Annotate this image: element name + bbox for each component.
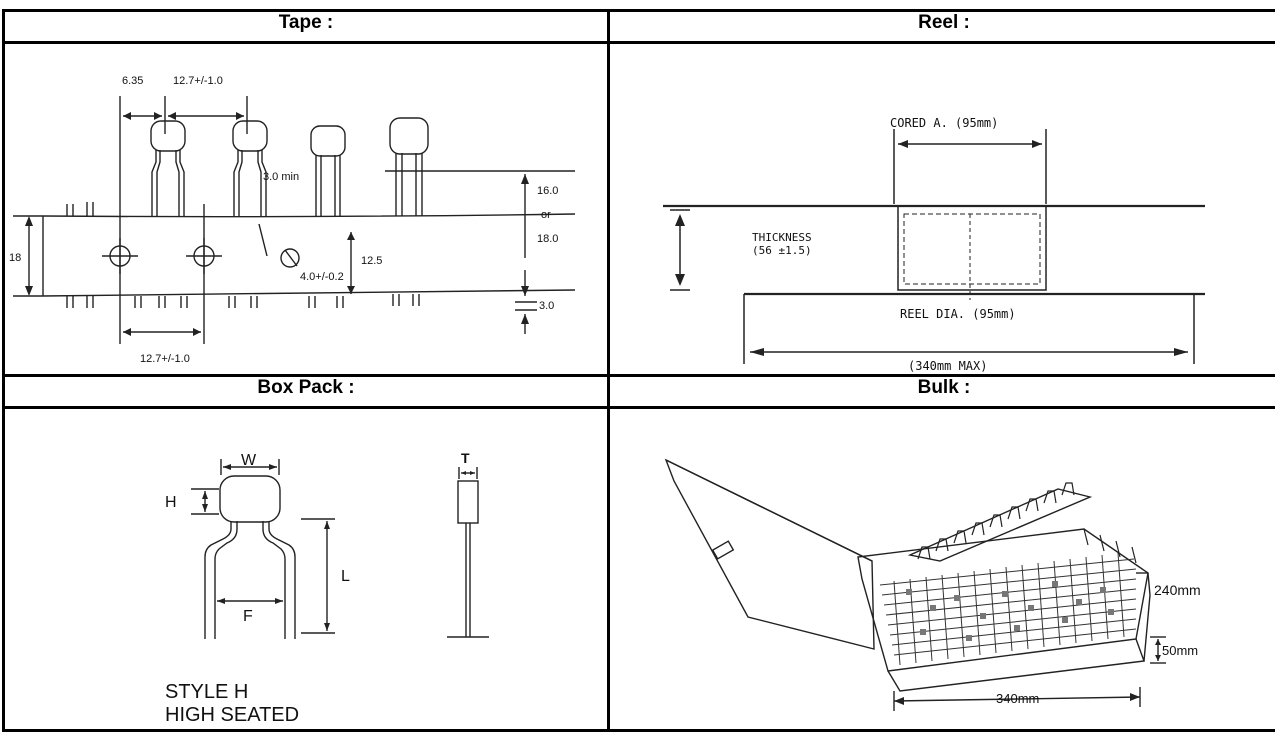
reel-outer-dia: (340mm MAX) <box>908 359 987 373</box>
reel-thickness-label: THICKNESS <box>752 231 812 244</box>
reel-drawing: CORED A. (95mm) THICKNESS (56 ±1.5) REEL… <box>610 44 1275 374</box>
tape-cell: 6.35 12.7+/-1.0 3.0 min 16.0 or 18.0 18 … <box>4 43 609 376</box>
box-pack-cell: W T H L F STYLE H HIGH SEATED <box>4 408 609 731</box>
tape-drawing: 6.35 12.7+/-1.0 3.0 min 16.0 or 18.0 18 … <box>5 44 605 374</box>
tape-dim-tape-width: 18 <box>9 252 21 264</box>
reel-cell: CORED A. (95mm) THICKNESS (56 ±1.5) REEL… <box>609 43 1275 376</box>
box-pack-drawing: W T H L F STYLE H HIGH SEATED <box>5 409 605 729</box>
tape-dim-pitch-top: 12.7+/-1.0 <box>173 75 223 87</box>
box-pack-style-line2: HIGH SEATED <box>165 704 299 726</box>
tape-dim-height: 16.0 <box>537 185 558 197</box>
tape-dim-pitch-bottom: 12.7+/-1.0 <box>140 353 190 365</box>
bulk-drawing: 240mm 50mm 340mm <box>610 409 1275 729</box>
tape-dim-height-alt: 18.0 <box>537 233 558 245</box>
tape-header: Tape : <box>4 11 609 43</box>
box-pack-label-w: W <box>241 452 257 469</box>
tape-dim-bottom: 3.0 <box>539 300 554 312</box>
bulk-dim-width: 340mm <box>996 691 1039 706</box>
bulk-dim-height: 50mm <box>1162 643 1198 658</box>
reel-header: Reel : <box>609 11 1275 43</box>
box-pack-label-t: T <box>461 450 470 466</box>
tape-dim-hole-height: 12.5 <box>361 255 382 267</box>
tape-dim-hole-dia: 4.0+/-0.2 <box>300 271 344 283</box>
reel-thickness-value: (56 ±1.5) <box>752 244 812 257</box>
tape-dim-or: or <box>541 209 551 221</box>
reel-core-dia: CORED A. (95mm) <box>890 116 998 130</box>
tape-dim-min: 3.0 min <box>263 171 299 183</box>
box-pack-header: Box Pack : <box>4 376 609 408</box>
bulk-header: Bulk : <box>609 376 1275 408</box>
bulk-dim-depth: 240mm <box>1154 582 1201 598</box>
box-pack-label-f: F <box>243 608 253 625</box>
box-pack-style-line1: STYLE H <box>165 681 248 703</box>
bulk-cell: 240mm 50mm 340mm <box>609 408 1275 731</box>
box-pack-label-l: L <box>341 568 350 585</box>
reel-reel-dia: REEL DIA. (95mm) <box>900 307 1016 321</box>
box-pack-label-h: H <box>165 494 177 511</box>
packaging-table: Tape : Reel : <box>2 9 1275 732</box>
tape-dim-lead-offset: 6.35 <box>122 75 143 87</box>
